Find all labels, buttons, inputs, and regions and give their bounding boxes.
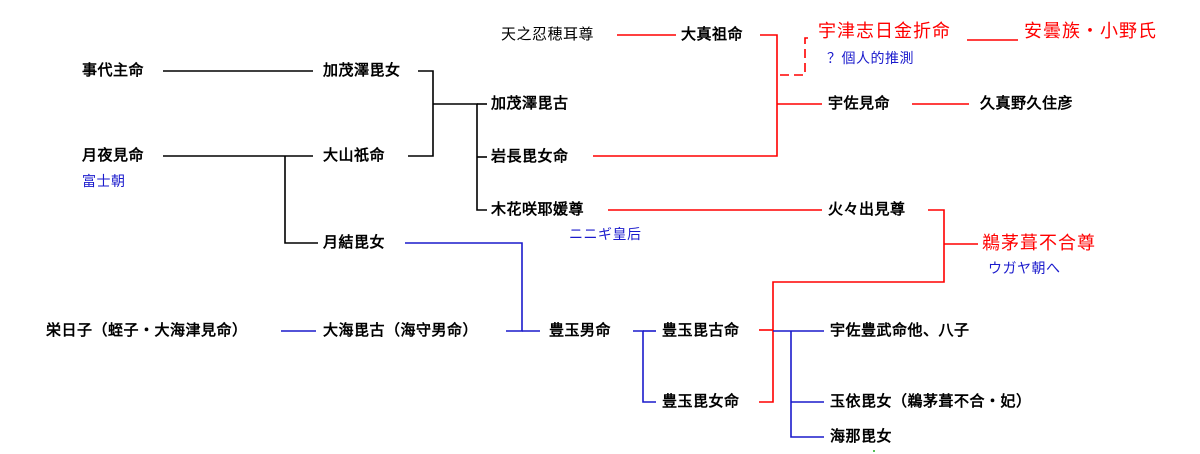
person-unaha: 海那毘女 <box>830 427 893 445</box>
line-toyotama-o-children <box>633 330 656 403</box>
line-tsukiyui-bracket <box>405 242 523 332</box>
person-usami: 宇佐見命 <box>828 94 891 112</box>
person-azumi: 安曇族・小野氏 <box>1024 21 1157 42</box>
person-tsukuyomi: 月夜見命 <box>82 146 145 164</box>
line-speculation-dashed <box>780 37 813 76</box>
person-tsukiyui: 月結毘女 <box>323 233 386 251</box>
person-ame-oshi: 天之忍穂耳尊 <box>501 25 595 43</box>
stray-dot <box>873 450 875 452</box>
line-parents-bracket <box>408 70 434 157</box>
person-kamo-hiko: 加茂澤毘古 <box>491 94 569 112</box>
line-tsukuyomi-tsukiyui <box>284 156 318 244</box>
person-ugaya: 鵜茅葺不合尊 <box>982 233 1096 254</box>
line-oomao-bracket <box>593 34 778 157</box>
line-hohodemi-bracket <box>759 209 945 403</box>
person-usa-toyotake: 宇佐豊武命他、八子 <box>830 321 970 339</box>
note-ugaya-dynasty: ウガヤ朝へ <box>988 261 1061 277</box>
person-kumano: 久真野久住彦 <box>980 94 1074 112</box>
note-fuji: 富士朝 <box>82 174 126 190</box>
person-eiko: 栄日子（蛭子・大海津見命） <box>46 321 248 339</box>
person-toyotama-hime: 豊玉毘女命 <box>662 392 740 410</box>
person-konohana: 木花咲耶媛尊 <box>491 200 585 218</box>
note-ninigi: ニニギ皇后 <box>569 227 642 243</box>
red-lines <box>593 34 1018 403</box>
person-kotoshiro: 事代主命 <box>82 61 145 79</box>
note-speculation: ？個人的推測 <box>827 51 914 67</box>
person-oyamatsumi: 大山祇命 <box>323 146 386 164</box>
line-children-stem <box>790 331 824 438</box>
black-lines <box>163 70 487 244</box>
person-toyotama-o: 豊玉男命 <box>549 321 612 339</box>
person-toyotama-hiko: 豊玉毘古命 <box>662 321 740 339</box>
person-kamo-hime: 加茂澤毘女 <box>323 61 401 79</box>
person-oo-mao: 大真祖命 <box>681 25 744 43</box>
person-utsushi: 宇津志日金折命 <box>818 21 951 42</box>
person-oumi: 大海毘古（海守男命） <box>323 321 479 339</box>
person-hohodemi: 火々出見尊 <box>828 200 906 218</box>
person-tamayori: 玉依毘女（鵜茅葺不合・妃） <box>830 392 1032 410</box>
person-iwanaga: 岩長毘女命 <box>491 147 569 165</box>
blue-lines <box>281 242 824 438</box>
